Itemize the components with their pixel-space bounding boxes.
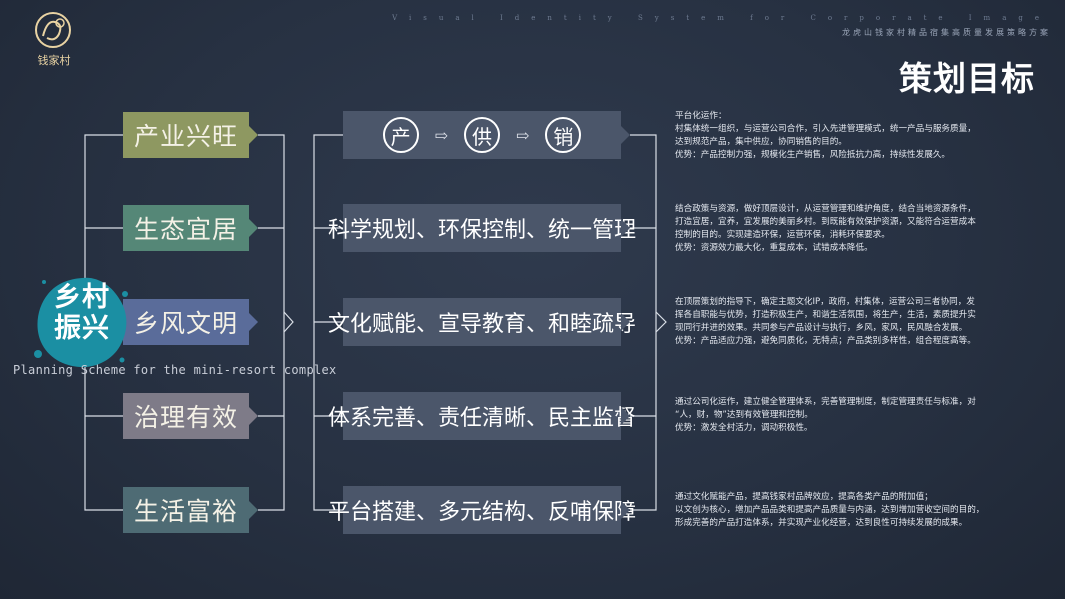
description-block: 结合政策与资源，做好顶层设计，从运营管理和维护角度，结合当地资源条件， 打造宜居… (675, 203, 1035, 255)
description-line: 村集体统一组织，与运营公司合作，引入先进管理模式，统一产品与服务质量， (675, 124, 976, 134)
description-line: 达到规范产品，集中供应，协同销售的目的。 (675, 137, 847, 147)
chain-box: 产 ⇨ 供 ⇨ 销 (343, 111, 630, 159)
chevron-right-icon (249, 501, 258, 519)
description-line: 打造宜居，宜养，宜发展的美丽乡村。到既能有效保护资源，又能符合运营成本 (675, 217, 976, 227)
category-label: 产业兴旺 (133, 122, 238, 151)
chain-word-produce: 产 (382, 117, 419, 153)
description-line: 优势：激发全村活力，调动积极性。 (675, 423, 813, 433)
badge-line: 振兴 (54, 313, 110, 344)
chevron-right-icon (249, 407, 258, 425)
category-governance: 治理有效 (123, 393, 258, 439)
description-line: 优势：资源效力最大化，重复成本，试错成本降低。 (675, 243, 873, 253)
description-line: 现同行并进的效果。共同参与产品设计与执行，乡风，家风，民风融合发展。 (675, 323, 968, 333)
description-line: 以文创为核心，增加产品品类和提高产品质量与内涵，达到增加营收空间的目的， (675, 505, 985, 515)
category-prosperity: 生活富裕 (123, 487, 258, 533)
chevron-right-icon (249, 126, 258, 144)
arrow-right-icon: ⇨ (516, 125, 530, 145)
logo-emblem-icon (35, 12, 71, 48)
category-civility: 乡风文明 (123, 299, 258, 345)
category-label: 生态宜居 (133, 215, 238, 244)
description-block: 在顶层策划的指导下，确定主题文化IP，政府，村集体，运营公司三者协同，发 挥各自… (675, 296, 1035, 348)
chevron-right-icon (621, 313, 630, 331)
middle-label: 体系完善、责任清晰、民主监督 (328, 406, 637, 431)
chevron-right-icon (249, 219, 258, 237)
badge-line: 乡村 (54, 282, 110, 313)
category-label: 治理有效 (133, 403, 238, 432)
description-line: 结合政策与资源，做好顶层设计，从运营管理和维护角度，结合当地资源条件， (675, 204, 976, 214)
description-line: 优势：产品适应力强，避免同质化，无特点；产品类别多样性，组合程度高等。 (675, 336, 976, 346)
description-line: “人，财，物”达到有效管理和控制。 (675, 410, 813, 420)
chevron-right-icon (249, 313, 258, 331)
description-line: 平台化运作： (675, 111, 727, 121)
description-line: 在顶层策划的指导下，确定主题文化IP，政府，村集体，运营公司三者协同，发 (675, 297, 975, 307)
description-line: 形成完善的产品打造体系，并实现产业化经营，达到良性可持续发展的成果。 (675, 518, 968, 528)
description-line: 优势：产品控制力强，规模化生产销售，风险抵抗力高，持续性发展久。 (675, 150, 951, 160)
chain-word-sell: 销 (545, 117, 582, 153)
description-line: 挥各自职能与优势，打造积极生产，和谐生活氛围，将生产，生活，素质提升实 (675, 310, 976, 320)
header-subtitle: 龙虎山钱家村精品宿集高质量发展策略方案 (842, 28, 1051, 37)
description-block: 通过公司化运作，建立健全管理体系，完善管理制度，制定管理责任与标准，对 “人，财… (675, 396, 1035, 435)
category-label: 乡风文明 (133, 309, 238, 338)
middle-label: 平台搭建、多元结构、反哺保障 (328, 500, 637, 525)
description-line: 通过公司化运作，建立健全管理体系，完善管理制度，制定管理责任与标准，对 (675, 397, 976, 407)
page-title: 策划目标 (899, 59, 1035, 98)
middle-box: 体系完善、责任清晰、民主监督 (328, 392, 636, 440)
middle-box: 文化赋能、宣导教育、和睦疏导 (328, 298, 636, 346)
arrow-right-icon: ⇨ (434, 125, 448, 145)
middle-box: 平台搭建、多元结构、反哺保障 (328, 486, 636, 534)
middle-box: 科学规划、环保控制、统一管理 (328, 204, 636, 252)
chevron-right-icon (621, 407, 630, 425)
chevron-right-icon (621, 219, 630, 237)
overlay-caption: Planning Scheme for the mini-resort comp… (13, 363, 337, 377)
logo-text: 钱家村 (37, 54, 71, 67)
chain-word-supply: 供 (464, 117, 500, 153)
category-ecology: 生态宜居 (123, 205, 258, 251)
category-industry: 产业兴旺 (123, 112, 258, 158)
description-block: 平台化运作： 村集体统一组织，与运营公司合作，引入先进管理模式，统一产品与服务质… (675, 110, 1035, 162)
chevron-right-icon (621, 501, 630, 519)
logo: 钱家村 (26, 10, 82, 68)
category-label: 生活富裕 (133, 497, 238, 526)
description-line: 通过文化赋能产品，提高钱家村品牌效应，提高各类产品的附加值； (675, 492, 933, 502)
middle-label: 文化赋能、宣导教育、和睦疏导 (328, 312, 637, 337)
badge-text: 乡村 振兴 (32, 282, 132, 344)
description-block: 通过文化赋能产品，提高钱家村品牌效应，提高各类产品的附加值； 以文创为核心，增加… (675, 491, 1035, 530)
header-english-title: Visual Identity System for Corporate Ima… (392, 14, 1051, 22)
ink-splash-badge-icon (34, 277, 128, 368)
description-line: 控制的目的。实现建造环保，运营环保，消耗环保要求。 (675, 230, 890, 240)
middle-label: 科学规划、环保控制、统一管理 (328, 218, 637, 243)
chevron-right-icon (621, 126, 630, 144)
